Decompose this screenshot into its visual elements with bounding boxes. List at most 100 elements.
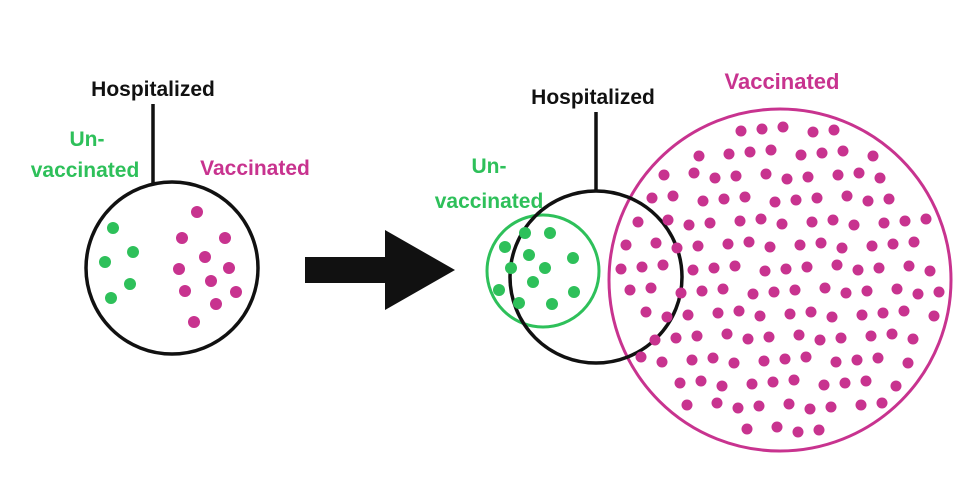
vaccinated-dot bbox=[802, 171, 814, 183]
vaccinated-dot bbox=[759, 265, 771, 277]
vaccinated-dot bbox=[876, 397, 888, 409]
vaccinated-dot bbox=[646, 192, 658, 204]
unvaccinated-dot bbox=[519, 227, 531, 239]
vaccinated-dot bbox=[649, 334, 661, 346]
vaccinated-dot bbox=[760, 168, 772, 180]
vaccinated-dot bbox=[758, 355, 770, 367]
vaccinated-dot bbox=[695, 375, 707, 387]
unvaccinated-dot bbox=[107, 222, 119, 234]
vaccinated-dot bbox=[837, 145, 849, 157]
vaccinated-dot bbox=[825, 401, 837, 413]
vaccinated-dot bbox=[176, 232, 188, 244]
vaccinated-dot bbox=[848, 219, 860, 231]
vaccinated-dot bbox=[765, 144, 777, 156]
vaccinated-dot bbox=[691, 330, 703, 342]
vaccinated-dot bbox=[784, 308, 796, 320]
unvaccinated-dot bbox=[568, 286, 580, 298]
vaccinated-dot bbox=[831, 259, 843, 271]
vaccinated-dot bbox=[230, 286, 242, 298]
vaccinated-dot bbox=[788, 374, 800, 386]
vaccinated-dot bbox=[753, 400, 765, 412]
vaccinated-dot bbox=[657, 259, 669, 271]
vaccinated-dot bbox=[852, 264, 864, 276]
vaccinated-dot bbox=[794, 239, 806, 251]
vaccinated-dot bbox=[640, 306, 652, 318]
vaccinated-dot bbox=[865, 330, 877, 342]
left-panel: Hospitalized Un- vaccinated Vaccinated bbox=[31, 78, 310, 356]
vaccinated-dot bbox=[756, 123, 768, 135]
vaccinated-dot bbox=[219, 232, 231, 244]
vaccinated-dot bbox=[692, 240, 704, 252]
vaccinated-dot bbox=[902, 357, 914, 369]
vaccinated-dot bbox=[681, 399, 693, 411]
vaccinated-dot bbox=[688, 167, 700, 179]
vaccinated-dot bbox=[819, 282, 831, 294]
vaccinated-dot bbox=[744, 146, 756, 158]
vaccinated-dot bbox=[733, 305, 745, 317]
vaccinated-dot bbox=[928, 310, 940, 322]
vaccinated-dot bbox=[173, 263, 185, 275]
unvaccinated-dot bbox=[505, 262, 517, 274]
vaccinated-dot bbox=[711, 397, 723, 409]
vaccinated-dot bbox=[662, 214, 674, 226]
right-unvaccinated-circle bbox=[485, 213, 601, 329]
vaccinated-dot bbox=[728, 357, 740, 369]
vaccinated-dot bbox=[687, 264, 699, 276]
vaccinated-dot bbox=[867, 150, 879, 162]
vaccinated-dot bbox=[718, 193, 730, 205]
vaccinated-dot bbox=[615, 263, 627, 275]
vaccinated-dot bbox=[818, 379, 830, 391]
vaccinated-dot bbox=[886, 328, 898, 340]
unvaccinated-dot bbox=[124, 278, 136, 290]
vaccinated-dot bbox=[826, 311, 838, 323]
unvaccinated-dot bbox=[499, 241, 511, 253]
vaccinated-dot bbox=[205, 275, 217, 287]
unvaccinated-dot bbox=[513, 297, 525, 309]
vaccinated-dot bbox=[635, 351, 647, 363]
vaccinated-dot bbox=[686, 354, 698, 366]
vaccinated-dot bbox=[795, 149, 807, 161]
vaccinated-dot bbox=[783, 398, 795, 410]
vaccinated-dot bbox=[801, 261, 813, 273]
unvaccinated-dot bbox=[544, 227, 556, 239]
vaccinated-dot bbox=[624, 284, 636, 296]
vaccinated-dot bbox=[883, 193, 895, 205]
vaccinated-dot bbox=[804, 403, 816, 415]
vaccinated-dot bbox=[735, 125, 747, 137]
vaccinated-dot bbox=[675, 287, 687, 299]
vaccinated-dot bbox=[696, 285, 708, 297]
vaccinated-dot bbox=[620, 239, 632, 251]
vaccinated-dot bbox=[741, 423, 753, 435]
vaccinated-dot bbox=[739, 191, 751, 203]
vaccinated-dot bbox=[780, 263, 792, 275]
vaccinated-dot bbox=[769, 196, 781, 208]
left-unvaccinated-label-line2: vaccinated bbox=[31, 159, 140, 182]
vaccinated-dot bbox=[912, 288, 924, 300]
vaccinated-dot bbox=[827, 214, 839, 226]
vaccinated-dot bbox=[908, 236, 920, 248]
vaccinated-dot bbox=[661, 311, 673, 323]
right-unvaccinated-label-line2: vaccinated bbox=[435, 190, 544, 213]
left-hospitalized-label: Hospitalized bbox=[91, 78, 215, 101]
vaccinated-dot bbox=[210, 298, 222, 310]
vaccinated-dot bbox=[878, 217, 890, 229]
vaccinated-dot bbox=[816, 147, 828, 159]
vaccinated-dot bbox=[767, 376, 779, 388]
unvaccinated-dot bbox=[493, 284, 505, 296]
vaccinated-dot bbox=[933, 286, 945, 298]
vaccinated-dot bbox=[807, 126, 819, 138]
vaccinated-dot bbox=[872, 352, 884, 364]
vaccinated-dot bbox=[732, 402, 744, 414]
vaccinated-dot bbox=[792, 426, 804, 438]
vaccinated-dot bbox=[907, 333, 919, 345]
left-vaccinated-label: Vaccinated bbox=[200, 157, 310, 180]
vaccinated-dot bbox=[683, 219, 695, 231]
vaccinated-dot bbox=[851, 354, 863, 366]
right-vaccinated-dots bbox=[615, 121, 945, 438]
vaccinated-dot bbox=[814, 334, 826, 346]
vaccinated-dot bbox=[768, 286, 780, 298]
vaccinated-dot bbox=[734, 215, 746, 227]
vaccinated-dot bbox=[874, 172, 886, 184]
unvaccinated-dot bbox=[539, 262, 551, 274]
vaccinated-dot bbox=[832, 169, 844, 181]
